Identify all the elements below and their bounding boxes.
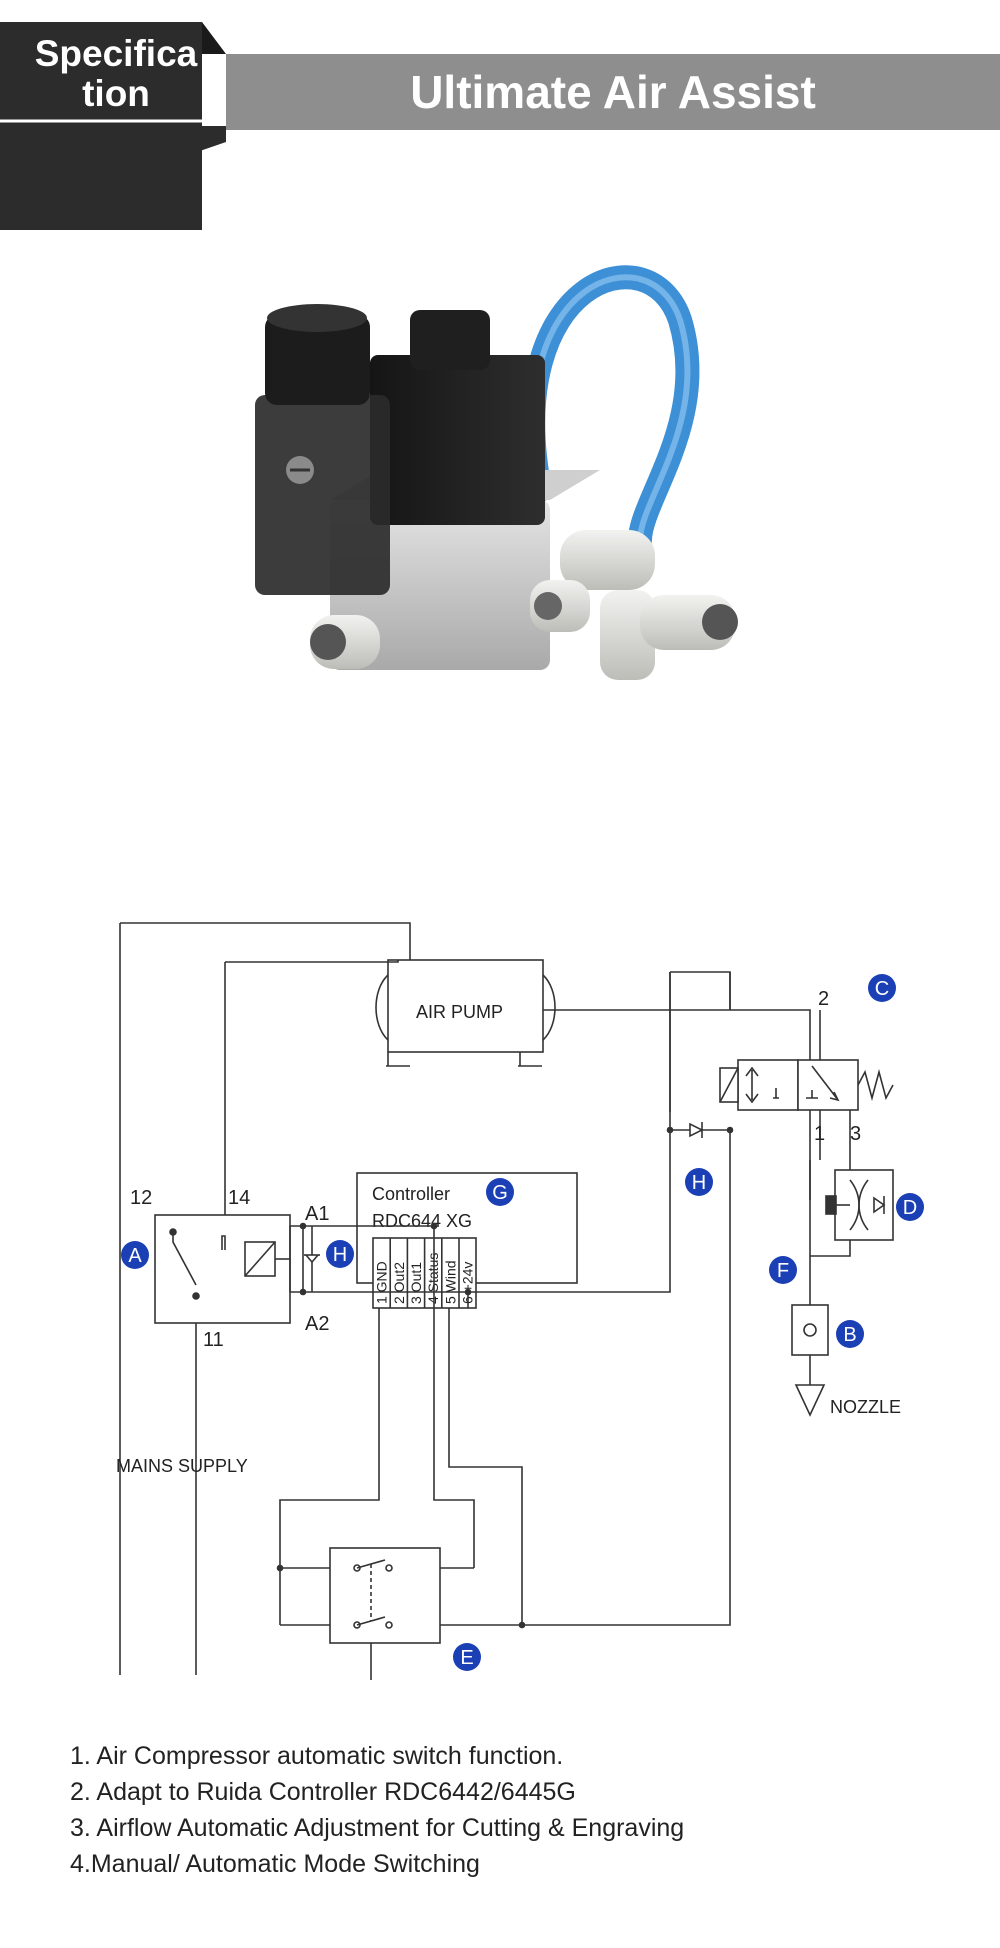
badge-line-2: tion — [82, 73, 150, 114]
badge-line-1: Specifica — [34, 33, 198, 74]
badge-f: F — [769, 1256, 797, 1284]
solenoid-valve — [669, 972, 894, 1160]
badge-g: G — [486, 1178, 514, 1206]
controller-model: RDC644 XG — [372, 1211, 472, 1231]
svg-text:C: C — [875, 978, 889, 1000]
controller-title: Controller — [372, 1184, 450, 1204]
nozzle-label: NOZZLE — [830, 1397, 901, 1417]
flow-regulator — [809, 1142, 894, 1257]
air-pump: AIR PUMP — [375, 959, 556, 1067]
relay-pin-a2: A2 — [305, 1313, 329, 1335]
specification-badge-text: Specifica tion — [0, 34, 232, 114]
controller-terminal-label: 3 Out1 — [408, 1262, 424, 1304]
relay-pin-14: 14 — [228, 1187, 250, 1209]
right-tee-fitting — [560, 530, 655, 590]
specification-badge — [0, 22, 226, 230]
svg-text:G: G — [492, 1182, 508, 1204]
feature-item: 4.Manual/ Automatic Mode Switching — [70, 1850, 480, 1878]
tube-print: 14 1 M — [608, 398, 633, 449]
badge-a: A — [121, 1241, 149, 1269]
svg-text:A: A — [128, 1245, 142, 1267]
switch-wires — [276, 1130, 731, 1629]
svg-text:E: E — [460, 1647, 473, 1669]
svg-text:B: B — [843, 1324, 856, 1346]
solenoid-coil — [370, 355, 545, 525]
relay-pin-11: 11 — [203, 1329, 224, 1351]
nozzle — [794, 1384, 826, 1417]
valve-port-2: 2 — [818, 988, 829, 1010]
air-pump-label: AIR PUMP — [416, 1002, 503, 1022]
svg-text:F: F — [777, 1260, 789, 1282]
badge-e: E — [453, 1643, 481, 1671]
controller-terminal-label: 1 GND — [374, 1261, 390, 1304]
badge-h2: H — [685, 1168, 713, 1196]
badge-h1: H — [326, 1240, 354, 1268]
valve-port-3: 3 — [850, 1123, 861, 1145]
svg-text:H: H — [333, 1244, 347, 1266]
cable-connector — [255, 395, 390, 595]
relay — [154, 1214, 291, 1324]
header-bar — [226, 54, 1000, 130]
badge-c: C — [868, 974, 896, 1002]
product-image: 14 1 M — [255, 265, 738, 680]
svg-text:H: H — [692, 1172, 706, 1194]
feature-list: 1. Air Compressor automatic switch funct… — [70, 1738, 970, 1882]
wires — [119, 922, 811, 1675]
feature-item: 2. Adapt to Ruida Controller RDC6442/644… — [70, 1778, 576, 1806]
valve-port-1: 1 — [814, 1123, 825, 1145]
page-title: Ultimate Air Assist — [410, 66, 816, 118]
filter-element — [791, 1256, 829, 1385]
controller-terminal-label: 2 Out2 — [391, 1262, 407, 1304]
badge-d: D — [896, 1193, 924, 1221]
relay-pin-12: 12 — [130, 1187, 152, 1209]
feature-item: 3. Airflow Automatic Adjustment for Cutt… — [70, 1814, 685, 1842]
controller-terminal-label: 5 Wind — [442, 1260, 458, 1304]
controller-terminal-label: 6 +24v — [460, 1262, 476, 1304]
badge-b: B — [836, 1320, 864, 1348]
mains-supply-label: MAINS SUPPLY — [116, 1456, 248, 1476]
diode-right — [666, 1122, 734, 1138]
dual-switch — [329, 1547, 441, 1680]
svg-text:D: D — [903, 1197, 917, 1219]
feature-item: 1. Air Compressor automatic switch funct… — [70, 1742, 564, 1770]
relay-pin-a1: A1 — [305, 1203, 329, 1225]
